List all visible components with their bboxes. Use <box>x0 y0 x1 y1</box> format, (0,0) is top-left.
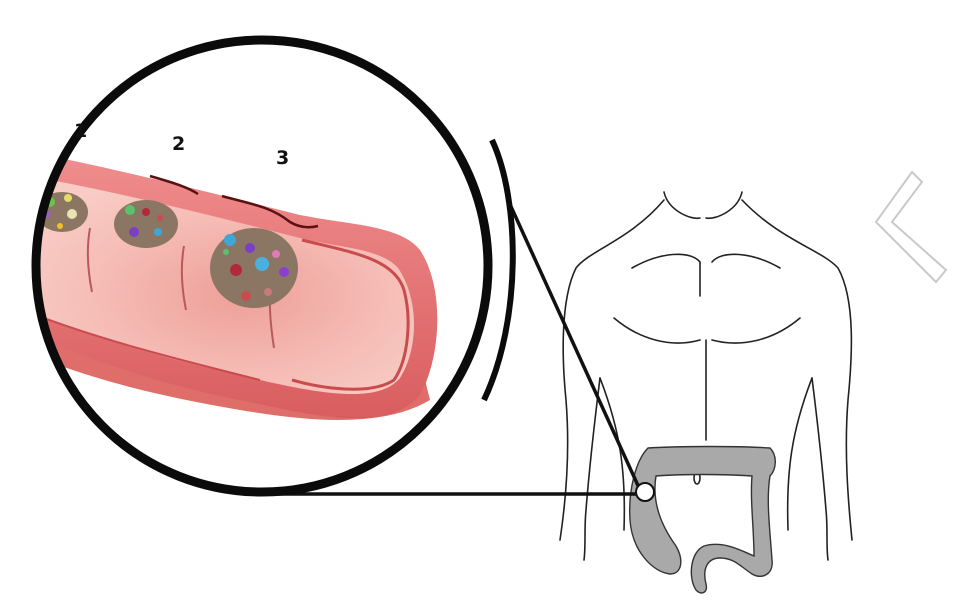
zoom-target-ring <box>636 483 654 501</box>
stage-label-2: 2 <box>172 133 185 155</box>
stage-label-3: 3 <box>276 147 289 169</box>
polyp-stage-3 <box>210 228 298 308</box>
stage-label-1: 1 <box>74 120 87 142</box>
large-intestine <box>630 447 776 593</box>
chevron-watermark-icon <box>876 172 946 282</box>
torso-outline <box>560 192 852 560</box>
polyp-stage-2 <box>114 200 178 248</box>
